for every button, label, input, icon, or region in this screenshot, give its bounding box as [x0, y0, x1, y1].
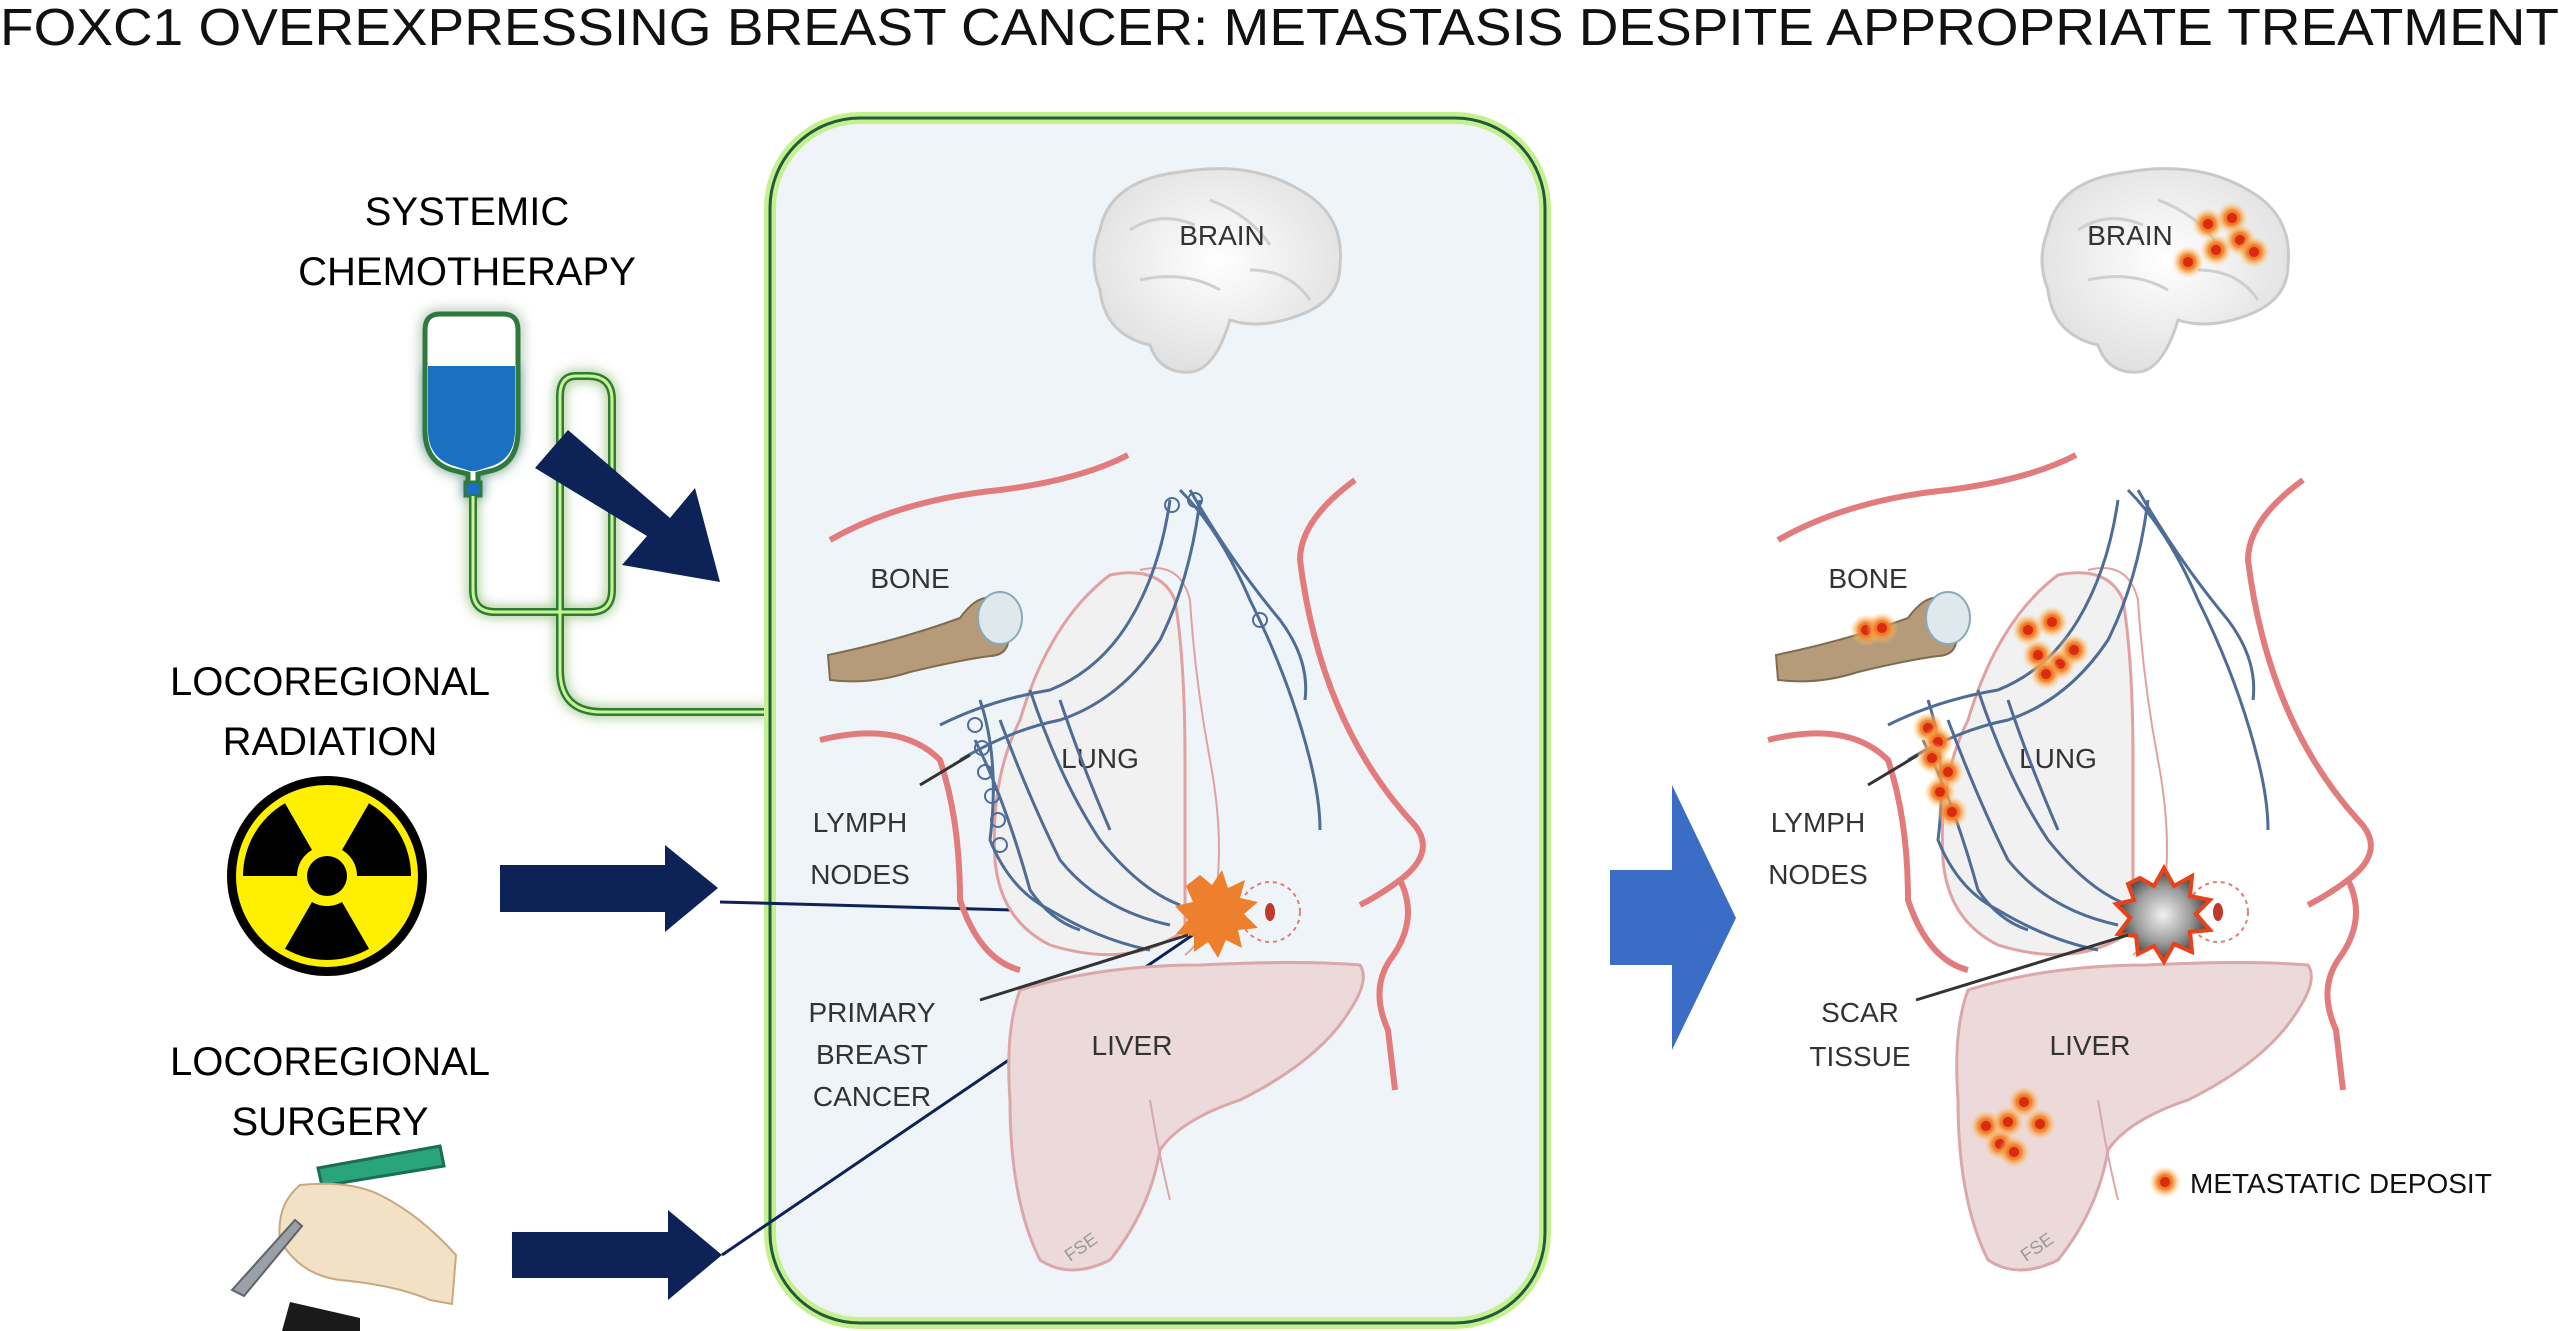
scar-label-line2: TISSUE	[1809, 1041, 1910, 1072]
radiation-label-line2: RADIATION	[223, 720, 438, 764]
legend-deposit-marker	[2149, 1166, 2181, 1198]
surgery-label-line1: LOCOREGIONAL	[170, 1040, 490, 1084]
lung-label-after: LUNG	[2019, 743, 2097, 774]
lymph-label-line2: NODES	[810, 859, 910, 890]
chemo-arrow	[535, 430, 720, 582]
legend-label: METASTATIC DEPOSIT	[2190, 1168, 2492, 1199]
lung-label: LUNG	[1061, 743, 1139, 774]
surgery-label-line2: SURGERY	[231, 1100, 428, 1144]
primary-label-line1: PRIMARY	[808, 997, 935, 1028]
primary-label-line2: BREAST	[816, 1039, 928, 1070]
radiation-group: LOCOREGIONAL RADIATION	[170, 660, 718, 976]
bone-label: BONE	[870, 563, 949, 594]
anatomy-right: BRAIN LUNG BONE LYMPH NODES LIVER FSE	[1767, 167, 2492, 1272]
liver-shape	[1007, 961, 1365, 1272]
brain-label-after: BRAIN	[2087, 220, 2173, 251]
scalpel-hand-icon	[230, 1144, 458, 1331]
anatomy-left: BRAIN LUNG BONE LYMP	[808, 167, 1426, 1272]
lymph-label-after-line1: LYMPH	[1771, 807, 1865, 838]
radiation-label-line1: LOCOREGIONAL	[170, 660, 490, 704]
lymph-vessels	[939, 488, 1322, 952]
surgery-arrow	[512, 1210, 722, 1300]
page-title: FOXC1 OVEREXPRESSING BREAST CANCER: META…	[0, 0, 2559, 57]
scar-tissue	[2112, 863, 2215, 966]
primary-tumor	[1175, 870, 1258, 958]
liver-label-after: LIVER	[2050, 1030, 2131, 1061]
chemo-label-line2: CHEMOTHERAPY	[298, 250, 636, 294]
chemotherapy-group: SYSTEMIC CHEMOTHERAPY	[298, 190, 770, 716]
liver-label: LIVER	[1092, 1030, 1173, 1061]
radiation-arrow	[500, 845, 718, 932]
lymph-label-after-line2: NODES	[1768, 859, 1868, 890]
result-arrow	[1610, 785, 1736, 1050]
chemo-label-line1: SYSTEMIC	[365, 190, 569, 234]
brain-label: BRAIN	[1179, 220, 1265, 251]
scar-label-line1: SCAR	[1821, 997, 1899, 1028]
lymph-label-line1: LYMPH	[813, 807, 907, 838]
radiation-icon	[227, 776, 427, 976]
surgery-group: LOCOREGIONAL SURGERY	[170, 1040, 722, 1331]
primary-label-line3: CANCER	[813, 1081, 931, 1112]
iv-bag-icon	[422, 311, 770, 716]
bone-label-after: BONE	[1828, 563, 1907, 594]
